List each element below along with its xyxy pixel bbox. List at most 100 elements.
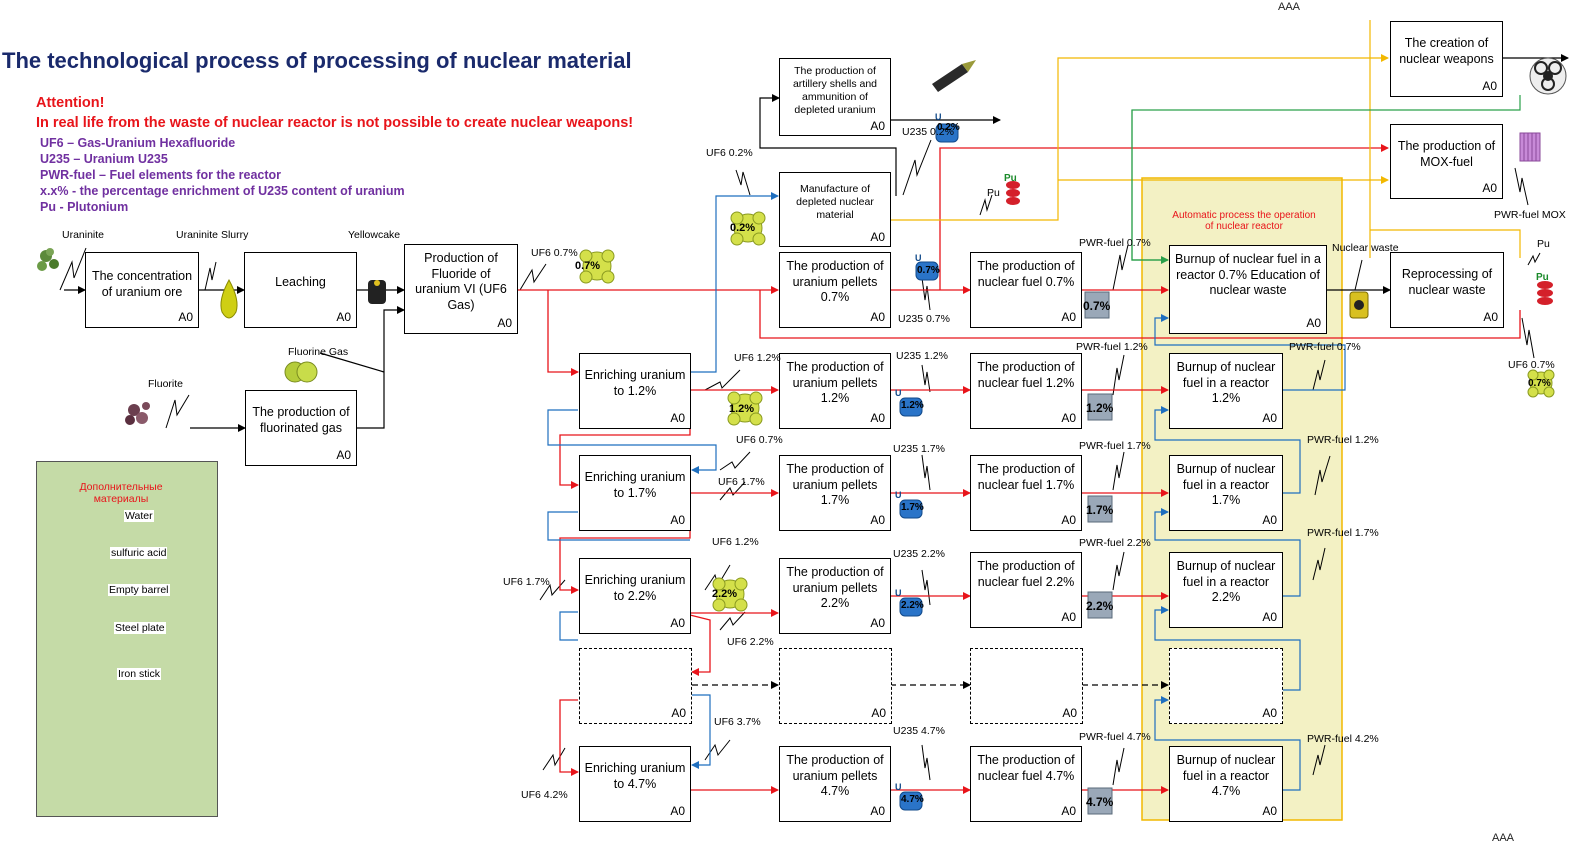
box-label: Manufacture of depleted nuclear material: [796, 183, 874, 221]
label-auto-process: Automatic process the operation of nucle…: [1172, 210, 1316, 232]
label-uraninite: Uraninite: [62, 229, 105, 241]
uf6-molecule-icons: [579, 211, 1555, 612]
shell-ammunition-icon: [932, 60, 976, 92]
label-uf6-12: UF6 1.2%: [734, 352, 781, 364]
pu-stack-icon: [1006, 181, 1020, 205]
box-enrich-17[interactable]: Enriching uranium to 1.7%A0: [579, 455, 691, 531]
box-label: Production of Fluoride of uranium VI (UF…: [415, 251, 507, 312]
fluorite-icon: [125, 402, 150, 425]
fluorine-gas-icon: [284, 361, 318, 383]
label-u235-02: U235 0.2%: [902, 126, 954, 138]
box-placeholder-pellets[interactable]: A0: [779, 648, 892, 724]
badge-uf6-12: 1.2%: [729, 403, 755, 415]
page-title: The technological process of processing …: [2, 48, 632, 73]
box-fluoride[interactable]: Production of Fluoride of uranium VI (UF…: [404, 244, 518, 334]
label-uf6-42: UF6 4.2%: [521, 789, 568, 801]
label-uf6-07-b: UF6 0.7%: [736, 434, 783, 446]
badge-uf6-07: 0.7%: [575, 260, 601, 272]
yellowcake-barrel-icon: [368, 280, 386, 304]
box-enrich-22[interactable]: Enriching uranium to 2.2% A0: [579, 558, 691, 634]
material-sulfuric-acid: sulfuric acid: [110, 547, 168, 559]
badge-u-letter-07: U: [915, 253, 922, 263]
box-tag: A0: [1061, 410, 1076, 425]
label-u235-47: U235 4.7%: [893, 725, 945, 737]
box-pellets-17[interactable]: The production of uranium pellets 1.7%A0: [779, 455, 891, 531]
label-pwr-12: PWR-fuel 1.2%: [1076, 341, 1148, 353]
label-slurry: Uraninite Slurry: [176, 229, 249, 241]
label-pwr-42: PWR-fuel 4.2%: [1307, 733, 1379, 745]
badge-fuel-47: 4.7%: [1086, 795, 1114, 809]
box-fuel-17[interactable]: The production of nuclear fuel 1.7%A0: [970, 455, 1082, 531]
box-tag: A0: [670, 615, 685, 630]
box-tag: A0: [1483, 309, 1498, 324]
label-uf6-07-right: UF6 0.7%: [1508, 359, 1555, 371]
box-placeholder-fuel[interactable]: A0: [970, 648, 1083, 724]
label-u235-12: U235 1.2%: [896, 350, 948, 362]
badge-fuel-17: 1.7%: [1086, 503, 1114, 517]
box-tag: A0: [870, 309, 885, 324]
box-tag: A0: [1061, 512, 1076, 527]
box-burn-47[interactable]: Burnup of nuclear fuel in a reactor 4.7%…: [1169, 746, 1283, 822]
box-label: Leaching: [275, 275, 326, 289]
box-tag: A0: [870, 615, 885, 630]
box-fuel-12[interactable]: The production of nuclear fuel 1.2%A0: [970, 353, 1082, 429]
badge-u-letter-22: U: [895, 588, 902, 598]
box-tag: A0: [1262, 410, 1277, 425]
material-empty-barrel: Empty barrel: [108, 584, 170, 596]
label-pwr-12-r: PWR-fuel 1.2%: [1307, 434, 1379, 446]
label-fluorite: Fluorite: [148, 378, 184, 390]
box-fuel-07[interactable]: The production of nuclear fuel 0.7%A0: [970, 252, 1082, 328]
box-burn-12[interactable]: Burnup of nuclear fuel in a reactor 1.2%…: [1169, 353, 1283, 429]
box-tag: A0: [497, 315, 512, 330]
badge-uf6-07-right: 0.7%: [1528, 378, 1551, 389]
label-pwr-47: PWR-fuel 4.7%: [1079, 731, 1151, 743]
box-fuel-47[interactable]: The production of nuclear fuel 4.7%A0: [970, 746, 1082, 822]
box-tag: A0: [870, 230, 885, 244]
box-fuel-22[interactable]: The production of nuclear fuel 2.2%A0: [970, 552, 1082, 628]
box-depleted[interactable]: Manufacture of depleted nuclear material…: [779, 172, 891, 247]
box-label: Enriching uranium to 2.2%: [584, 573, 686, 603]
badge-u-letter-17: U: [895, 490, 902, 500]
box-burn-22[interactable]: Burnup of nuclear fuel in a reactor 2.2%…: [1169, 552, 1283, 628]
box-burn-17[interactable]: Burnup of nuclear fuel in a reactor 1.7%…: [1169, 455, 1283, 531]
box-burnup-07[interactable]: Burnup of nuclear fuel in a reactor 0.7%…: [1169, 245, 1327, 334]
box-pellets-07[interactable]: The production of uranium pellets 0.7%A0: [779, 252, 891, 328]
label-uf6-17: UF6 1.7%: [718, 476, 765, 488]
badge-u-letter-47: U: [895, 782, 902, 792]
fuel-assembly-icons: [1084, 291, 1113, 815]
box-tag: A0: [1482, 78, 1497, 93]
legend-u235: U235 – Uranium U235: [40, 152, 168, 166]
box-enrich-47[interactable]: Enriching uranium to 4.7%A0: [579, 746, 691, 822]
box-artillery[interactable]: The production of artillery shells and a…: [779, 58, 891, 136]
box-tag: A0: [1061, 609, 1076, 624]
label-pwr-07-b: PWR-fuel 0.7%: [1289, 341, 1361, 353]
box-tag: A0: [870, 803, 885, 818]
badge-u-letter-12: U: [895, 388, 902, 398]
badge-uf6-22: 2.2%: [712, 588, 738, 600]
box-tag: A0: [1061, 803, 1076, 818]
box-tag: A0: [870, 410, 885, 425]
box-pellets-12[interactable]: The production of uranium pellets 1.2%A0: [779, 353, 891, 429]
badge-u-letter-02: U: [935, 112, 942, 122]
box-label: Burnup of nuclear fuel in a reactor 1.7%: [1176, 462, 1276, 507]
box-label: Reprocessing of nuclear waste: [1401, 267, 1493, 297]
box-pellets-47[interactable]: The production of uranium pellets 4.7%A0: [779, 746, 891, 822]
box-label: Burnup of nuclear fuel in a reactor 2.2%: [1176, 559, 1276, 604]
box-placeholder-enrich[interactable]: A0: [579, 648, 692, 724]
box-placeholder-burn[interactable]: A0: [1169, 648, 1283, 724]
box-label: The production of artillery shells and a…: [792, 65, 878, 116]
badge-pu: Pu: [1004, 173, 1017, 184]
label-pwr-17: PWR-fuel 1.7%: [1079, 440, 1151, 452]
box-tag: A0: [870, 119, 885, 133]
box-tag: A0: [1061, 309, 1076, 324]
box-tag: A0: [1262, 705, 1277, 720]
box-enrich-12[interactable]: Enriching uranium to 1.2%A0: [579, 353, 691, 429]
box-pellets-22[interactable]: The production of uranium pellets 2.2%A0: [779, 558, 891, 634]
